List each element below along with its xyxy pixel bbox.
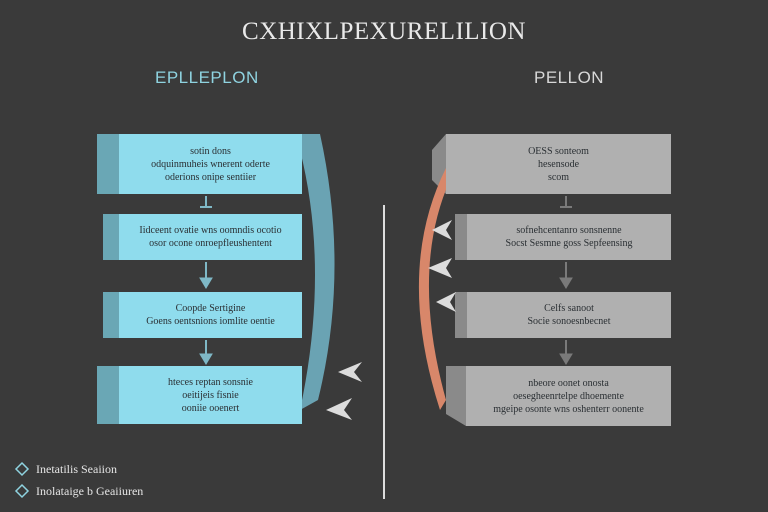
- left-box-tab: [103, 214, 119, 260]
- left-curved-connector: [300, 134, 335, 410]
- legend-label: Inetatilis Seaiion: [36, 462, 117, 476]
- box-text-line: Socie sonoesnbecnet: [527, 316, 611, 327]
- right-step-box: sofnehcentanro sonsnenne Socst Sesmne go…: [467, 214, 671, 260]
- diagram-title: CXHIXLPEXURELILION: [242, 18, 526, 45]
- box-text-line: odquinmuheis wnerent oderte: [151, 158, 270, 170]
- left-box-tab: [97, 134, 119, 194]
- right-flow-arrows: [559, 196, 573, 365]
- box-text-line: Celfs sanoot: [544, 303, 594, 314]
- box-text-line: hesensode: [537, 158, 580, 170]
- right-step-box: nbeore oonet onosta oesegheenrtelpe dhoe…: [466, 366, 671, 426]
- legend-item: Inolataige b Geaiiuren: [36, 484, 143, 499]
- right-column-heading: PELLON: [534, 68, 605, 87]
- box-text-line: oeitijeis fisnie: [182, 389, 239, 401]
- right-box-tab: [455, 214, 467, 260]
- box-text-line: ooniie ooenert: [181, 402, 240, 414]
- box-text-line: hteces reptan sonsnie: [168, 376, 253, 388]
- box-text-line: oesegheenrtelpe dhoemente: [513, 390, 624, 402]
- left-step-box: sotin dons odquinmuheis wnerent oderte o…: [119, 134, 302, 194]
- left-column-heading: EPLLEPLON: [155, 68, 259, 87]
- box-text-line: mgeipe osonte wns oshenterr oonente: [493, 403, 644, 415]
- legend-label: Inolataige b Geaiiuren: [36, 484, 144, 498]
- left-flow-arrows: [199, 196, 213, 365]
- left-chevron-arrow: [338, 362, 362, 382]
- box-text-line: Socst Sesmne goss Sepfeensing: [505, 238, 633, 249]
- left-step-box: hteces reptan sonsnie oeitijeis fisnie o…: [119, 366, 302, 424]
- left-chevron-arrow: [326, 398, 352, 420]
- right-chevron-arrow: [436, 292, 456, 312]
- box-text-line: osor ocone onroepfleushentent: [149, 238, 272, 249]
- box-text-line: nbeore oonet onosta: [528, 377, 609, 389]
- diamond-outline-icon: [14, 461, 30, 477]
- left-box-tab: [97, 366, 119, 424]
- box-text-line: sofnehcentanro sonsnenne: [516, 225, 622, 236]
- box-text-line: sotin dons: [190, 145, 231, 157]
- right-step-box: Celfs sanoot Socie sonoesnbecnet: [467, 292, 671, 338]
- right-box-tab: [455, 292, 467, 338]
- left-step-box: Coopde Sertigine Goens oentsnions iomlit…: [119, 292, 302, 338]
- box-text-line: Iidceent ovatie wns oomndis ocotio: [139, 225, 282, 236]
- right-curved-connector: [418, 168, 450, 410]
- diamond-outline-icon: [14, 483, 30, 499]
- box-text-line: Goens oentsnions iomlite oentie: [146, 316, 275, 327]
- right-chevron-arrow: [432, 220, 452, 240]
- box-text-line: scom: [547, 171, 570, 183]
- box-text-line: Coopde Sertigine: [175, 303, 246, 314]
- legend-item: Inetatilis Seaiion: [36, 462, 117, 477]
- left-step-box: Iidceent ovatie wns oomndis ocotio osor …: [119, 214, 302, 260]
- box-text-line: oderions onipe sentiier: [164, 171, 257, 183]
- right-step-box: OESS sonteom hesensode scom: [446, 134, 671, 194]
- box-text-line: OESS sonteom: [528, 145, 589, 157]
- right-chevron-arrow: [428, 258, 452, 278]
- left-box-tab: [103, 292, 119, 338]
- column-divider: [383, 205, 385, 499]
- right-box-tab: [446, 366, 466, 426]
